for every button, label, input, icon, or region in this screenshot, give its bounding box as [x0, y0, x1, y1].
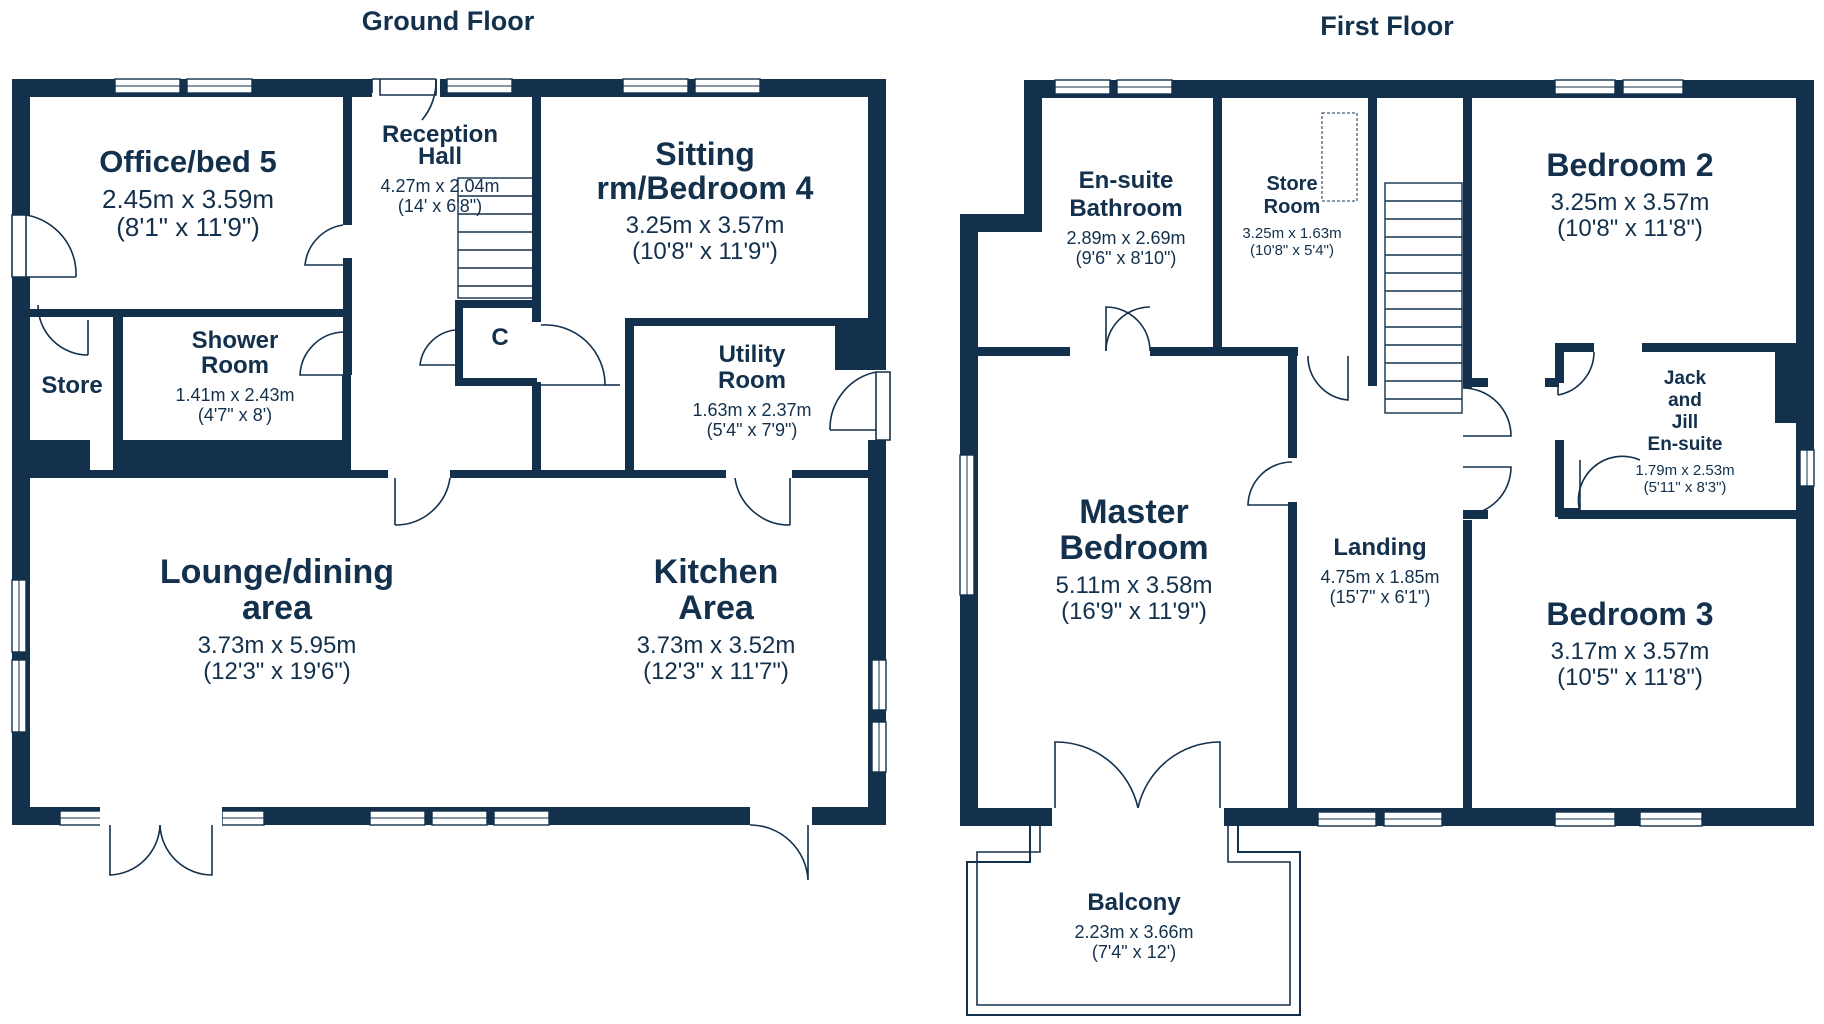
room-dimension-imperial-landing: (15'7" x 6'1") — [1330, 587, 1431, 607]
room-name-kitchen: Area — [678, 589, 755, 627]
room-dimension-imperial-balcony: (7'4" x 12') — [1092, 942, 1176, 962]
room-dimension-imperial-lounge: (12'3" x 19'6") — [203, 658, 351, 685]
room-dimension-metric-ensuite: 2.89m x 2.69m — [1066, 228, 1185, 248]
room-name-storeroom: Store — [1266, 173, 1317, 195]
room-name-jackjill: En-suite — [1648, 434, 1723, 455]
room-name-reception: Hall — [418, 143, 462, 170]
room-name-bedroom3: Bedroom 3 — [1546, 596, 1713, 632]
room-name-storeroom: Room — [1264, 196, 1321, 218]
room-name-balcony: Balcony — [1087, 889, 1181, 916]
room-dimension-metric-balcony: 2.23m x 3.66m — [1074, 922, 1193, 942]
room-dimension-metric-bedroom3: 3.17m x 3.57m — [1551, 638, 1710, 665]
room-name-shower: Room — [201, 352, 269, 379]
first-floor-plan — [959, 79, 1815, 1016]
room-dimension-imperial-shower: (4'7" x 8') — [198, 405, 272, 425]
room-name-jackjill: Jack — [1664, 368, 1707, 389]
room-dimension-metric-shower: 1.41m x 2.43m — [175, 385, 294, 405]
room-name-reception: Reception — [382, 121, 498, 148]
room-dimension-metric-office: 2.45m x 3.59m — [102, 184, 274, 214]
room-dimension-metric-landing: 4.75m x 1.85m — [1320, 567, 1439, 587]
room-name-landing: Landing — [1333, 534, 1426, 561]
room-dimension-imperial-office: (8'1" x 11'9") — [116, 212, 260, 242]
room-name-cupboard: C — [491, 324, 508, 351]
room-dimension-metric-bedroom2: 3.25m x 3.57m — [1551, 189, 1710, 216]
room-dimension-metric-master: 5.11m x 3.58m — [1056, 572, 1213, 599]
room-name-ensuite: Bathroom — [1069, 195, 1182, 222]
room-dimension-imperial-storeroom: (10'8" x 5'4") — [1250, 242, 1334, 259]
room-name-kitchen: Kitchen — [654, 553, 779, 591]
room-dimension-metric-storeroom: 3.25m x 1.63m — [1242, 225, 1341, 242]
room-dimension-imperial-master: (16'9" x 11'9") — [1061, 598, 1207, 625]
room-name-sitting: rm/Bedroom 4 — [597, 170, 814, 206]
room-dimension-metric-lounge: 3.73m x 5.95m — [198, 632, 357, 659]
room-dimension-metric-reception: 4.27m x 2.04m — [380, 176, 499, 196]
room-dimension-metric-jackjill: 1.79m x 2.53m — [1635, 462, 1734, 479]
room-dimension-imperial-bedroom2: (10'8" x 11'8") — [1557, 215, 1703, 242]
room-name-office: Office/bed 5 — [99, 144, 276, 179]
room-name-jackjill: Jill — [1672, 412, 1698, 433]
room-dimension-metric-sitting: 3.25m x 3.57m — [626, 212, 785, 239]
ground-floor-plan — [8, 74, 891, 881]
room-name-master: Bedroom — [1059, 529, 1208, 567]
room-name-utility: Utility — [719, 341, 786, 368]
room-name-bedroom2: Bedroom 2 — [1546, 147, 1713, 183]
room-name-lounge: area — [242, 589, 313, 627]
room-name-shower: Shower — [192, 327, 279, 354]
room-dimension-imperial-ensuite: (9'6" x 8'10") — [1076, 248, 1177, 268]
room-dimension-imperial-jackjill: (5'11" x 8'3") — [1644, 479, 1727, 496]
room-dimension-imperial-bedroom3: (10'5" x 11'8") — [1557, 664, 1703, 691]
room-dimension-metric-kitchen: 3.73m x 3.52m — [637, 632, 796, 659]
room-name-ensuite: En-suite — [1079, 167, 1174, 194]
first-floor-title: First Floor — [1320, 11, 1454, 41]
ground-floor-title: Ground Floor — [362, 6, 535, 36]
room-dimension-imperial-kitchen: (12'3" x 11'7") — [643, 658, 789, 685]
room-dimension-imperial-sitting: (10'8" x 11'9") — [632, 238, 778, 265]
room-name-utility: Room — [718, 367, 786, 394]
room-name-sitting: Sitting — [655, 136, 755, 172]
room-name-store: Store — [41, 372, 102, 399]
room-name-lounge: Lounge/dining — [160, 553, 394, 591]
room-dimension-imperial-reception: (14' x 6'8") — [398, 196, 482, 216]
room-dimension-imperial-utility: (5'4" x 7'9") — [707, 420, 798, 440]
room-name-jackjill: and — [1668, 390, 1702, 411]
room-name-master: Master — [1079, 493, 1189, 531]
room-dimension-metric-utility: 1.63m x 2.37m — [692, 400, 811, 420]
